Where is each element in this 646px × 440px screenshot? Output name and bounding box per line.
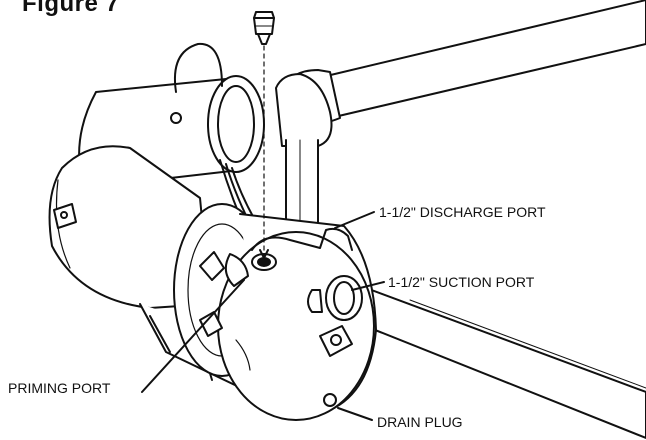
- priming-port-label: PRIMING PORT: [8, 380, 111, 396]
- pipe-plug-icon: [253, 11, 275, 259]
- pump-motor: [48, 145, 211, 309]
- discharge-port-label: 1-1/2" DISCHARGE PORT: [379, 204, 546, 220]
- suction-port-label: 1-1/2" SUCTION PORT: [388, 274, 535, 290]
- pump-housing: [173, 203, 377, 421]
- discharge-pipe: [275, 0, 646, 241]
- suction-pipe: [339, 281, 646, 439]
- figure-title: Figure 7: [22, 0, 120, 17]
- callout-lines: [141, 211, 385, 421]
- drain-plug-label: DRAIN PLUG: [377, 414, 463, 430]
